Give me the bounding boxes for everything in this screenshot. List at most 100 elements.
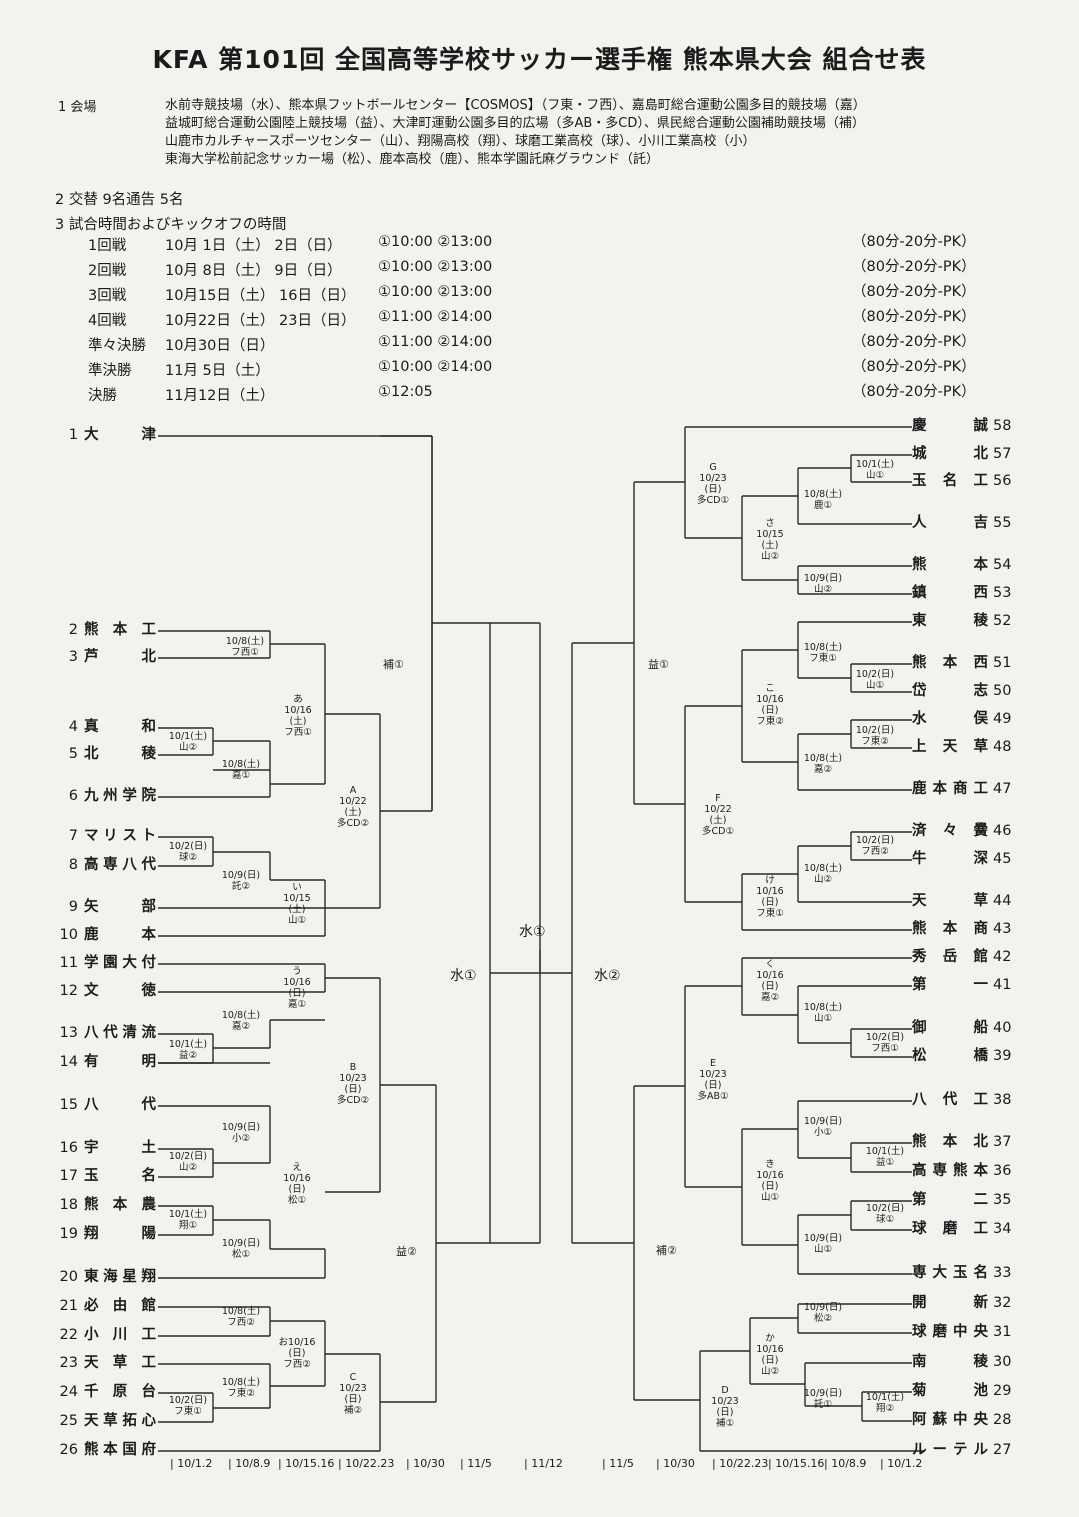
match-label-line: 10/8(土) [221, 759, 261, 770]
team-number: 35 [993, 1192, 1012, 1208]
match-label-line: 10/16 [283, 977, 311, 988]
team-number: 19 [59, 1226, 78, 1242]
round-label: 益① [648, 658, 669, 671]
round-date: | 10/30 [656, 1457, 695, 1470]
schedule-round: 決勝 [88, 388, 117, 404]
team-name: 阿蘇中央 [912, 1412, 988, 1428]
match-label-line: 10/9(日) [221, 1122, 261, 1133]
schedule-kickoff: ①12:05 [378, 384, 433, 400]
team-number: 1 [68, 427, 78, 443]
team-number: 38 [993, 1092, 1012, 1108]
match-label-line: G [709, 462, 717, 473]
match-label: 10/8(土)フ西① [226, 636, 264, 658]
team-name: 菊池 [912, 1383, 988, 1399]
match-label: 10/9(日)託② [222, 870, 260, 892]
match-label-line: 10/8(土) [803, 863, 843, 874]
match-label-line: 球① [875, 1214, 895, 1225]
team-number: 21 [59, 1298, 78, 1314]
match-label-line: フ東② [227, 1388, 255, 1399]
match-label: 10/8(土)フ西② [222, 1306, 260, 1328]
match-label-line: D [721, 1385, 729, 1396]
team-name: 学園大付 [84, 955, 156, 971]
team-name: 小川工 [84, 1327, 156, 1343]
team-number: 58 [993, 418, 1012, 434]
match-label: 10/2(日)球① [866, 1203, 904, 1225]
team-name: マリスト [84, 828, 156, 844]
schedule-round: 準決勝 [88, 363, 132, 379]
match-label: お10/16(日)フ西② [279, 1337, 316, 1370]
time-label: 3 試合時間およびキックオフの時間 [55, 217, 287, 233]
match-label-line: 鹿① [813, 500, 833, 511]
match-label-line: (日) [704, 1080, 722, 1091]
match-label-line: 10/16 [756, 970, 784, 981]
match-label-line: フ東① [756, 908, 784, 919]
match-label: 10/9(日)小② [222, 1122, 260, 1144]
team-row: 19 翔陽 [48, 1226, 158, 1242]
match-label: 10/1(土)益② [169, 1039, 207, 1061]
match-label-line: A [349, 785, 357, 796]
round-label: 補① [383, 658, 404, 671]
team-name: 松橋 [912, 1048, 988, 1064]
match-label: 10/2(日)フ東② [856, 725, 894, 747]
match-label-line: フ西② [861, 846, 889, 857]
team-name: 北稜 [84, 746, 156, 762]
team-number: 10 [59, 927, 78, 943]
match-label-line: 松② [813, 1313, 833, 1324]
round-label: 益② [396, 1245, 417, 1258]
team-name: 翔陽 [84, 1226, 156, 1242]
team-number: 13 [59, 1025, 78, 1041]
team-name: 熊本工 [84, 622, 156, 638]
team-number: 7 [68, 828, 78, 844]
match-label: 10/2(日)球② [169, 841, 207, 863]
team-number: 27 [993, 1442, 1012, 1458]
team-row: 1 大津 [48, 427, 158, 443]
match-label: 10/9(日)山① [804, 1233, 842, 1255]
match-label-line: 10/8(土) [803, 1002, 843, 1013]
match-label-line: 10/23 [339, 1383, 367, 1394]
team-number: 53 [993, 585, 1012, 601]
match-label-line: (日) [344, 1084, 362, 1095]
team-name: 熊本西 [912, 655, 988, 671]
team-number: 42 [993, 949, 1012, 965]
match-label-line: 10/2(日) [168, 1151, 208, 1162]
match-label-line: 山① [287, 915, 307, 926]
schedule-round: 3回戦 [88, 288, 127, 304]
team-number: 34 [993, 1221, 1012, 1237]
team-name: 千原台 [84, 1384, 156, 1400]
team-number: 20 [59, 1269, 78, 1285]
final-label: 水① [519, 924, 546, 940]
match-label-line: 松① [287, 1195, 307, 1206]
team-name: 八代工 [912, 1092, 988, 1108]
team-name: 東稜 [912, 613, 988, 629]
match-label: 10/9(日)小① [804, 1116, 842, 1138]
team-name: 水俣 [912, 711, 988, 727]
team-name: 大津 [84, 427, 156, 443]
match-label-line: 10/2(日) [855, 835, 895, 846]
match-label: 10/2(日)フ西② [856, 835, 894, 857]
match-label-line: 10/9(日) [803, 1302, 843, 1313]
match-label-line: 多CD② [337, 818, 369, 829]
